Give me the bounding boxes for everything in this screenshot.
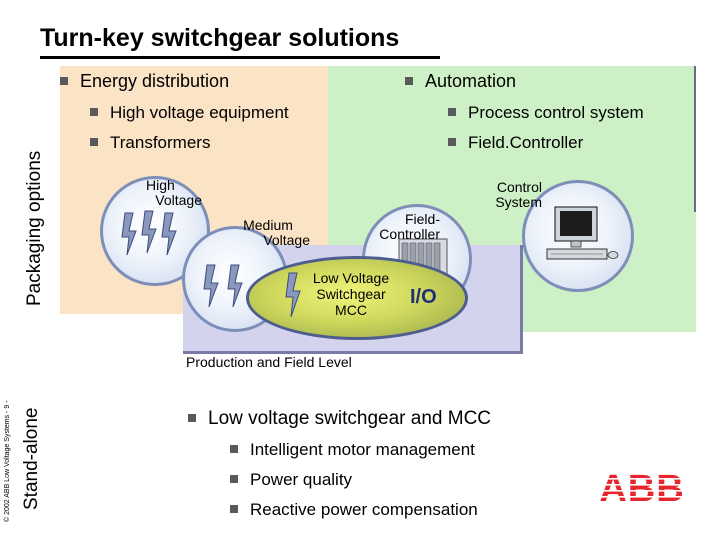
automation-item-process-control: Process control system [448,103,644,123]
low-voltage-switchgear-label: Low Voltage Switchgear MCC [312,270,390,318]
bullet-icon [60,77,68,85]
title-underline [40,56,440,59]
production-level-label: Production and Field Level [186,354,352,370]
automation-item-field-controller: Field.Controller [448,133,583,153]
bullet-icon [405,77,413,85]
abb-logo: ABB [596,470,688,506]
energy-item-transformers: Transformers [90,133,210,153]
bullet-icon [230,445,238,453]
low-voltage-switchgear-oval [246,256,468,340]
lightning-icon [285,272,301,318]
bullet-icon [448,138,456,146]
packaging-options-label: Packaging options [24,150,45,306]
bullet-icon [230,475,238,483]
standalone-item-power-quality: Power quality [230,470,352,490]
automation-heading: Automation [405,71,516,92]
bullet-icon [448,108,456,116]
high-voltage-label: High Voltage [146,177,202,208]
stand-alone-label: Stand-alone [21,407,42,510]
medium-voltage-label: Medium Voltage [243,217,310,248]
energy-item-high-voltage: High voltage equipment [90,103,289,123]
bullet-icon [188,414,196,422]
lightning-icon [121,210,177,256]
svg-text:ABB: ABB [599,470,684,506]
control-system-label: Control System [495,179,542,210]
standalone-heading: Low voltage switchgear and MCC [188,408,491,430]
field-controller-label: Field- Controller [379,211,440,242]
standalone-item-motor-management: Intelligent motor management [230,440,475,460]
energy-distribution-heading: Energy distribution [60,71,229,92]
bullet-icon [90,108,98,116]
io-label: I/O [410,286,437,308]
standalone-item-reactive-power: Reactive power compensation [230,500,478,520]
computer-icon [546,206,619,260]
copyright-label: © 2002 ABB Low Voltage Systems - 9 - [4,400,11,523]
divider-line [694,66,696,212]
page-title: Turn-key switchgear solutions [40,24,400,52]
lightning-icon [203,264,243,308]
bullet-icon [230,505,238,513]
bullet-icon [90,138,98,146]
control-system-circle [522,180,634,292]
